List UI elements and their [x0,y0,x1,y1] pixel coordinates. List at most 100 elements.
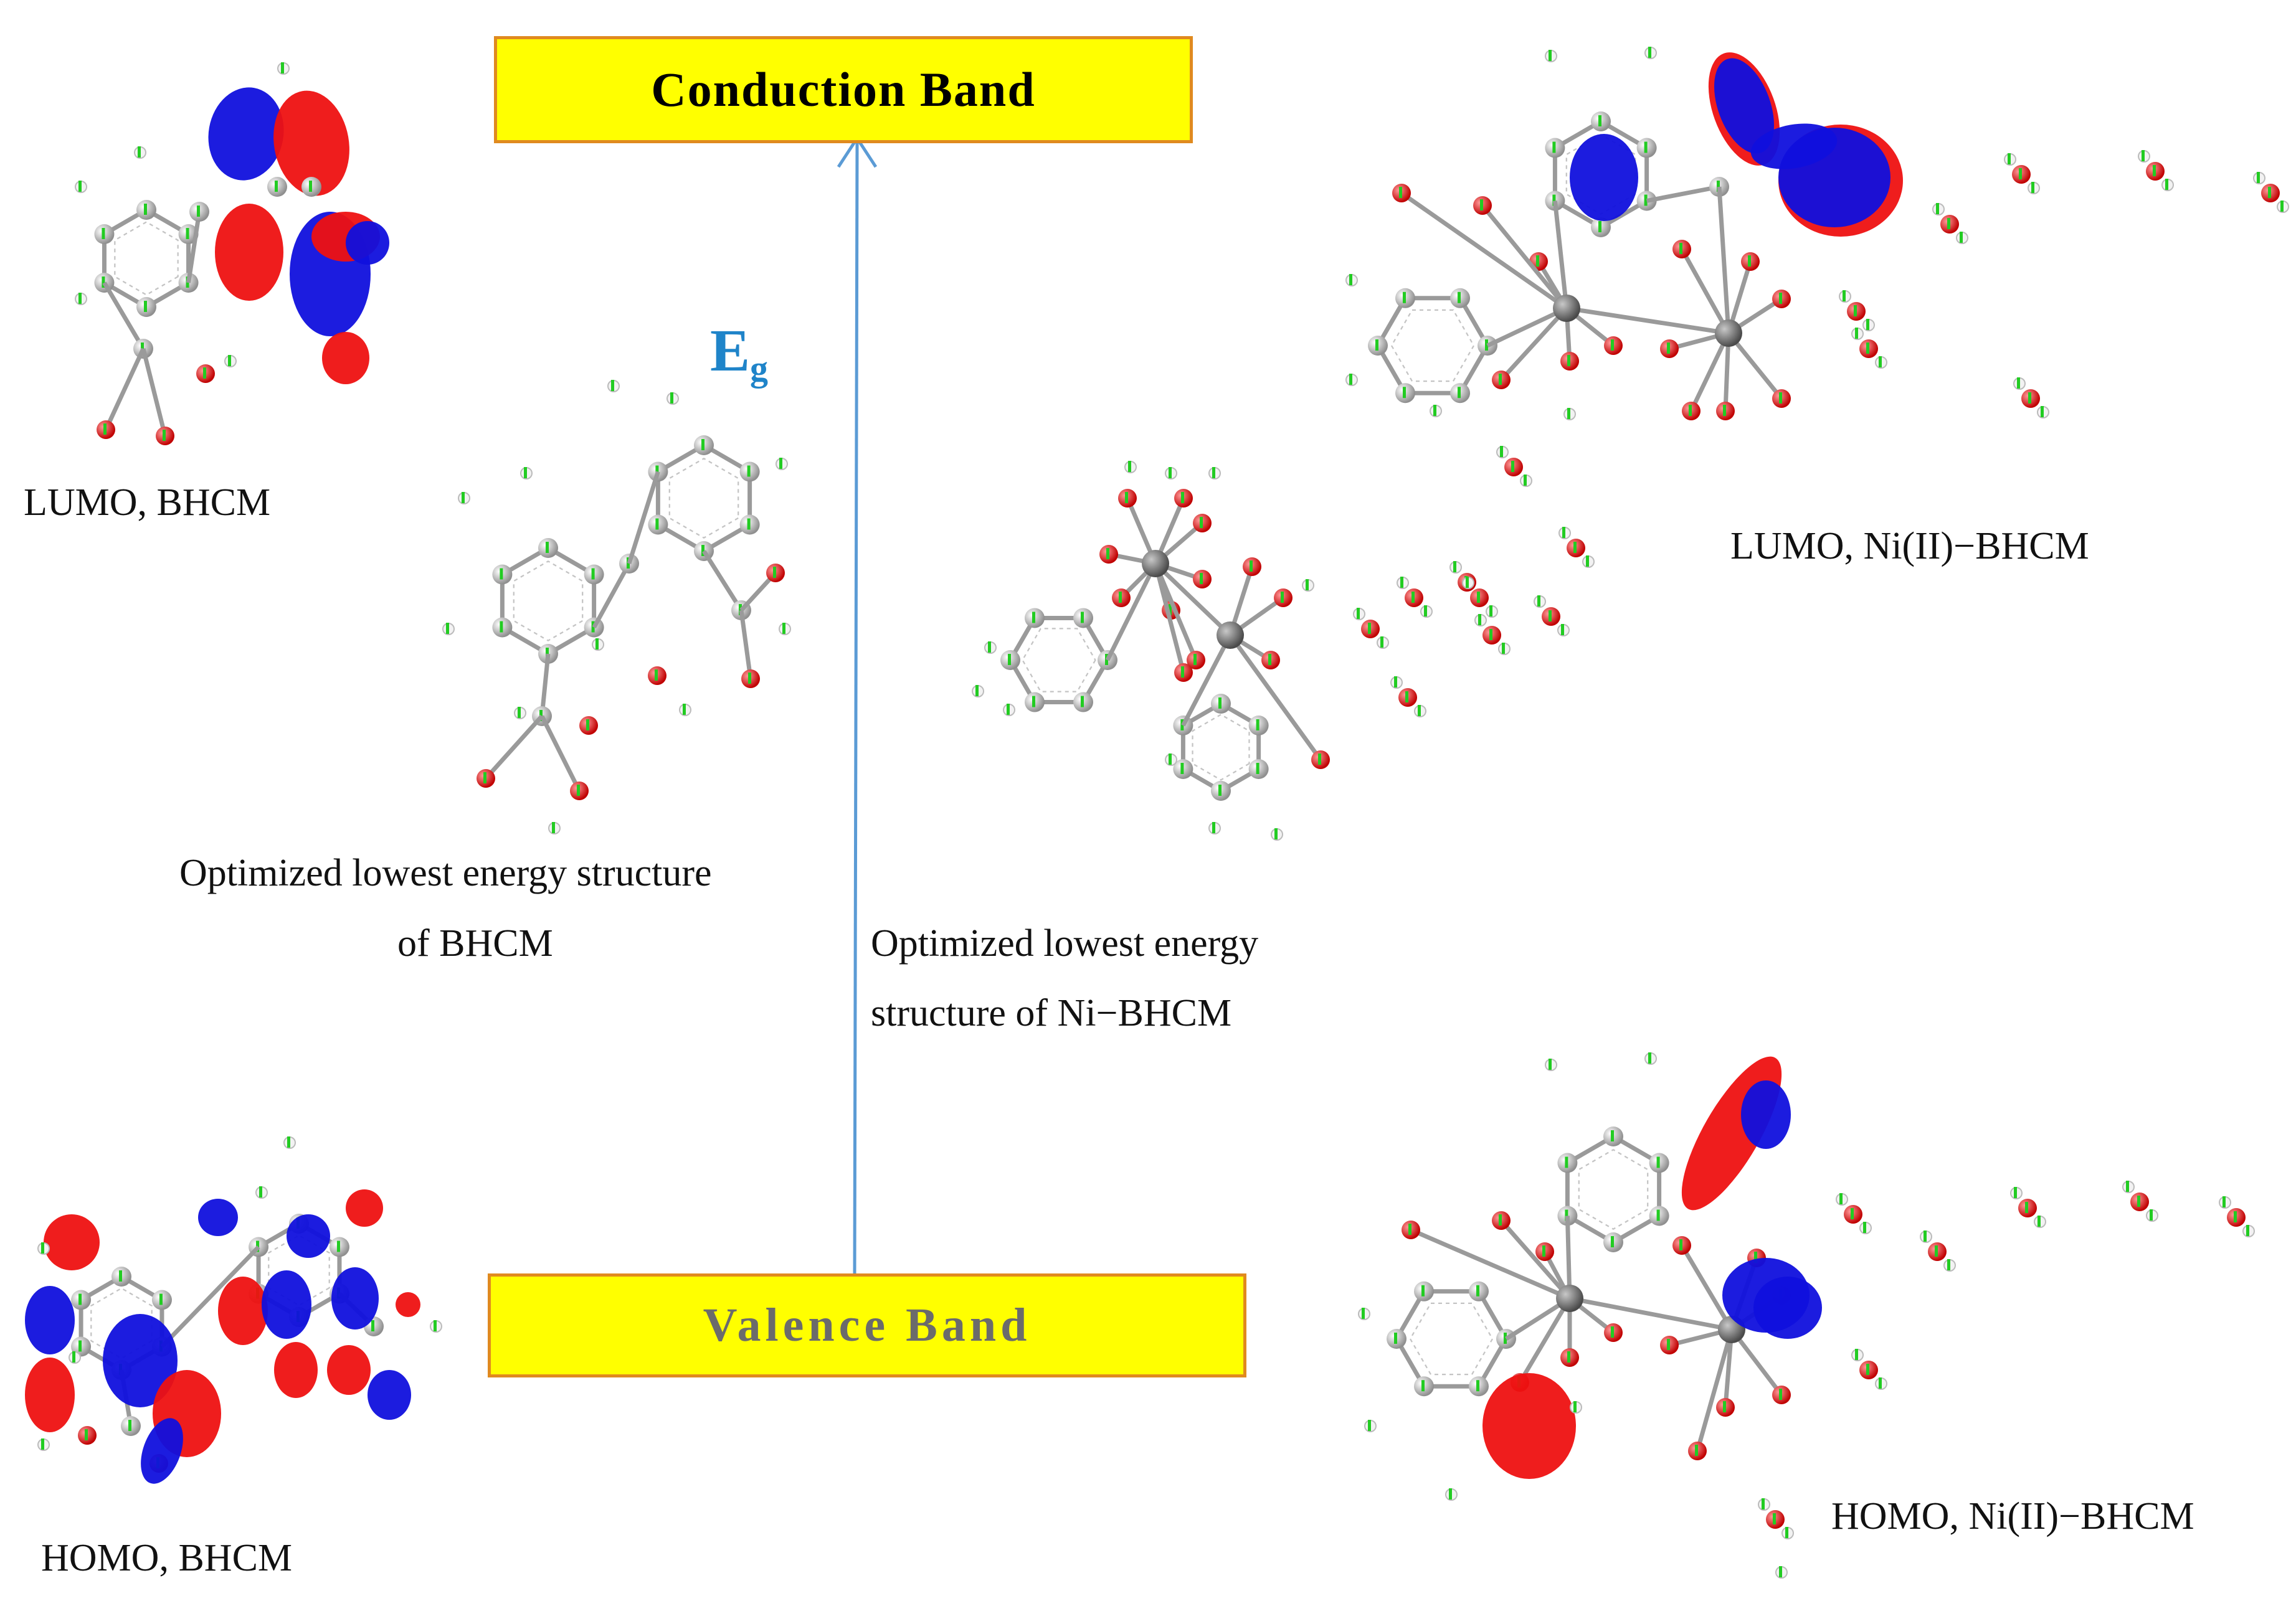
atom-label [1212,822,1215,833]
atom-label [1200,517,1203,528]
conduction-band-label: Conduction Band [651,62,1036,116]
atom-label [1458,387,1461,399]
atom-label [1855,1349,1858,1360]
atom-label [1403,387,1406,399]
atom-label [1349,274,1352,285]
atom-label [1537,595,1540,607]
atom-label [1268,654,1271,665]
atom-label [1947,218,1950,229]
atom-label [611,380,614,391]
bond [1153,562,1198,661]
atom-label [1169,604,1172,615]
atom-label [1549,610,1552,621]
energy-gap-label: Eg [710,321,768,387]
bond [1695,1329,1734,1452]
atom-label [1748,255,1751,267]
atom-label [1611,1130,1614,1141]
energy-gap-subscript: g [750,348,769,389]
atom-label [1212,467,1215,478]
atom-label [78,1340,82,1352]
atom-label [119,1270,122,1282]
orbital-lobe-negative [25,1286,75,1354]
bond [1730,1328,1783,1397]
atom-label [78,1293,82,1305]
atom-label [1644,194,1648,206]
atom-label [779,458,782,469]
atom-label [2031,182,2034,193]
atom-label [1656,1156,1660,1168]
atom-label [2017,377,2020,389]
atom-label [259,1186,262,1197]
atom-label [1667,1339,1670,1350]
lumo-ni-bhcm-figure [1345,47,2289,487]
atom-label [41,1438,44,1450]
atom-label [747,518,751,530]
atom-label [701,545,704,556]
atom-label [159,1293,163,1305]
atom-label [1779,1566,1782,1577]
atom-label [1552,141,1556,153]
atom-label [2150,1209,2153,1221]
atom-label [128,1420,131,1431]
atom-label [371,1320,374,1331]
orbital-lobe-negative [198,1199,238,1236]
atom-label [1008,654,1011,665]
bond [1565,1216,1572,1299]
atom-label [500,568,503,580]
bond [1517,1297,1572,1384]
atom-label [577,785,580,796]
atom-label [1499,1214,1502,1226]
atom-label [1466,577,1469,588]
bond [1727,331,1783,400]
orbital-lobe-positive [1482,1373,1576,1479]
bond [141,348,168,437]
atom-label [1349,374,1352,385]
atom-label [1081,612,1084,623]
aromatic-ring [513,560,584,642]
atom-label [518,707,521,718]
atom-label [1502,643,1505,654]
orbital-lobe-negative [1750,123,1838,169]
atom-label [748,673,751,684]
atom-label [1754,1252,1757,1263]
atom-label [1611,1236,1614,1247]
atom-label [500,621,503,633]
atom-label [102,276,105,288]
atom-label [1542,1245,1545,1257]
atom-label [1511,461,1514,472]
atom [1217,621,1244,649]
atom-label [1394,1333,1397,1344]
atom-label [2246,1225,2249,1236]
orbital-lobe-negative [1570,134,1638,221]
atom-label [78,181,82,192]
atom-label [1411,592,1415,603]
atom-label [1565,1209,1568,1221]
bond [1499,1219,1572,1300]
atom-label [1125,492,1128,503]
atom-label [1408,1224,1411,1235]
bond [102,281,146,350]
atom-label [446,623,449,634]
atom-label [2037,1216,2041,1227]
aromatic-ring [1390,309,1475,382]
atom-label [2142,150,2145,161]
atom-label [2126,1181,2129,1192]
atom-label [1935,1245,1938,1257]
atom-label [1879,1377,1882,1389]
caption-lumo-bhcm: LUMO, BHCM [24,481,271,524]
atom-label [1180,763,1184,774]
atom-label [85,1429,88,1440]
atom [1715,319,1742,347]
atom-label [1947,1259,1950,1270]
atom-label [1200,573,1203,584]
atom-label [1449,1488,1452,1500]
atom-label [144,204,147,215]
atom-label [1936,203,1939,214]
energy-gap-symbol: E [710,317,751,384]
atom-label [163,430,166,441]
atom-label [1648,1052,1651,1064]
atom-label [1854,305,1857,316]
aromatic-ring [90,1287,153,1359]
atom-label [1644,141,1648,153]
aromatic-ring [1409,1302,1494,1376]
